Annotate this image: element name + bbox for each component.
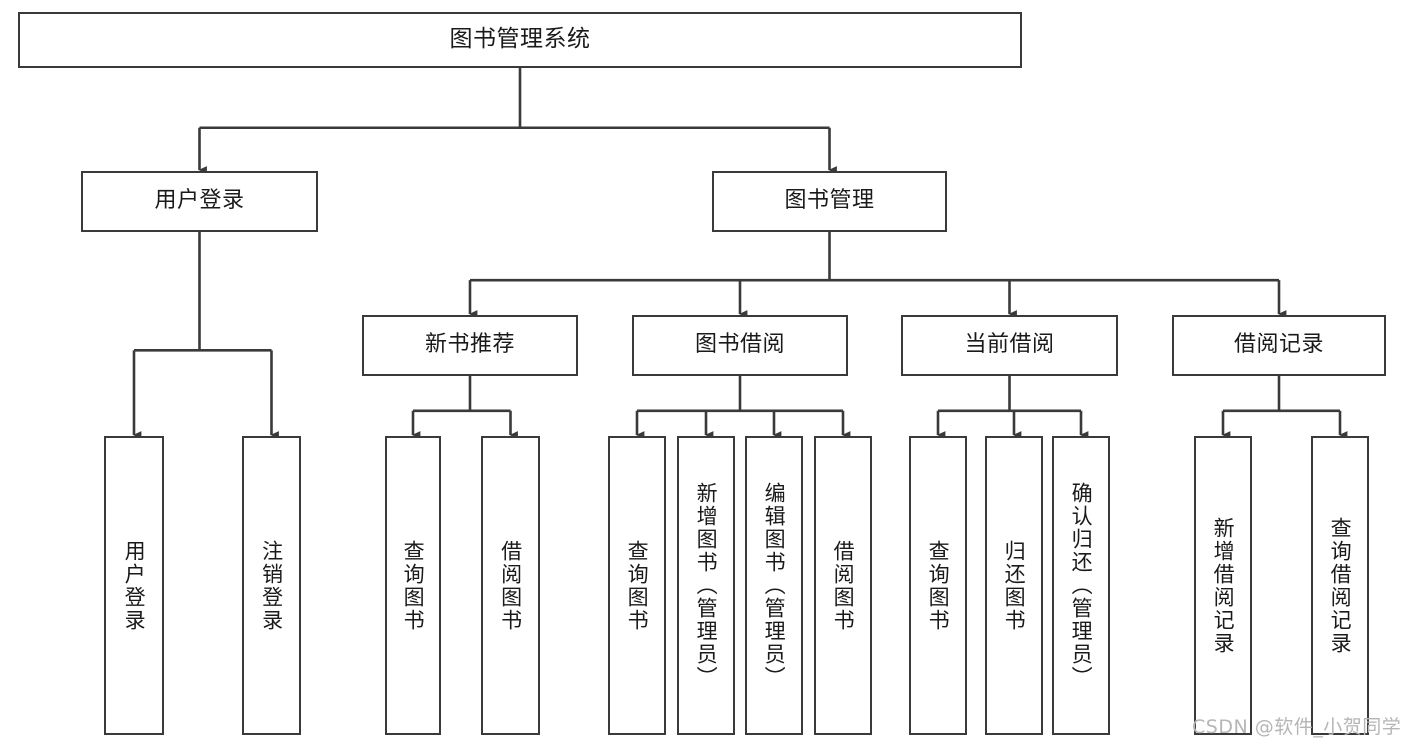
node-borrow-record[interactable]: 借阅记录	[1172, 315, 1386, 376]
node-leaf-edit-book-admin-label: 编辑图书（管理员）	[762, 482, 787, 689]
node-book-borrow[interactable]: 图书借阅	[632, 315, 848, 376]
node-leaf-logout-label: 注销登录	[259, 539, 284, 632]
node-new-book-recommend-label: 新书推荐	[424, 332, 515, 358]
node-current-borrow[interactable]: 当前借阅	[901, 315, 1118, 376]
node-leaf-user-login-label: 用户登录	[122, 539, 147, 632]
node-leaf-add-book-admin-label: 新增图书（管理员）	[694, 482, 719, 689]
node-leaf-query-book-2[interactable]: 查询图书	[608, 436, 666, 735]
node-leaf-query-book-2-label: 查询图书	[625, 539, 650, 632]
node-leaf-query-book-3[interactable]: 查询图书	[909, 436, 967, 735]
node-leaf-user-login[interactable]: 用户登录	[104, 436, 164, 735]
node-leaf-confirm-return-admin-label: 确认归还（管理员）	[1069, 482, 1094, 689]
node-leaf-return-book-label: 归还图书	[1002, 539, 1027, 632]
node-user-login-label: 用户登录	[154, 188, 245, 214]
node-leaf-borrow-book-2[interactable]: 借阅图书	[814, 436, 872, 735]
node-leaf-query-book-1-label: 查询图书	[401, 539, 426, 632]
node-root[interactable]: 图书管理系统	[18, 12, 1022, 68]
node-leaf-logout[interactable]: 注销登录	[242, 436, 301, 735]
node-leaf-borrow-book-1[interactable]: 借阅图书	[481, 436, 540, 735]
node-book-management[interactable]: 图书管理	[712, 171, 947, 232]
node-user-login[interactable]: 用户登录	[81, 171, 318, 232]
node-borrow-record-label: 借阅记录	[1233, 332, 1324, 358]
node-leaf-query-book-3-label: 查询图书	[926, 539, 951, 632]
node-leaf-add-borrow-record[interactable]: 新增借阅记录	[1194, 436, 1252, 735]
node-leaf-confirm-return-admin[interactable]: 确认归还（管理员）	[1052, 436, 1110, 735]
node-leaf-borrow-book-1-label: 借阅图书	[498, 539, 523, 632]
node-book-management-label: 图书管理	[784, 188, 875, 214]
node-leaf-edit-book-admin[interactable]: 编辑图书（管理员）	[745, 436, 803, 735]
node-leaf-query-book-1[interactable]: 查询图书	[385, 436, 441, 735]
node-leaf-borrow-book-2-label: 借阅图书	[831, 539, 856, 632]
node-leaf-return-book[interactable]: 归还图书	[985, 436, 1043, 735]
node-leaf-query-borrow-record[interactable]: 查询借阅记录	[1311, 436, 1369, 735]
node-leaf-query-borrow-record-label: 查询借阅记录	[1328, 516, 1353, 655]
node-leaf-add-borrow-record-label: 新增借阅记录	[1211, 516, 1236, 655]
node-new-book-recommend[interactable]: 新书推荐	[362, 315, 578, 376]
node-leaf-add-book-admin[interactable]: 新增图书（管理员）	[677, 436, 735, 735]
node-book-borrow-label: 图书借阅	[694, 332, 785, 358]
node-current-borrow-label: 当前借阅	[964, 332, 1055, 358]
node-root-label: 图书管理系统	[449, 26, 591, 53]
